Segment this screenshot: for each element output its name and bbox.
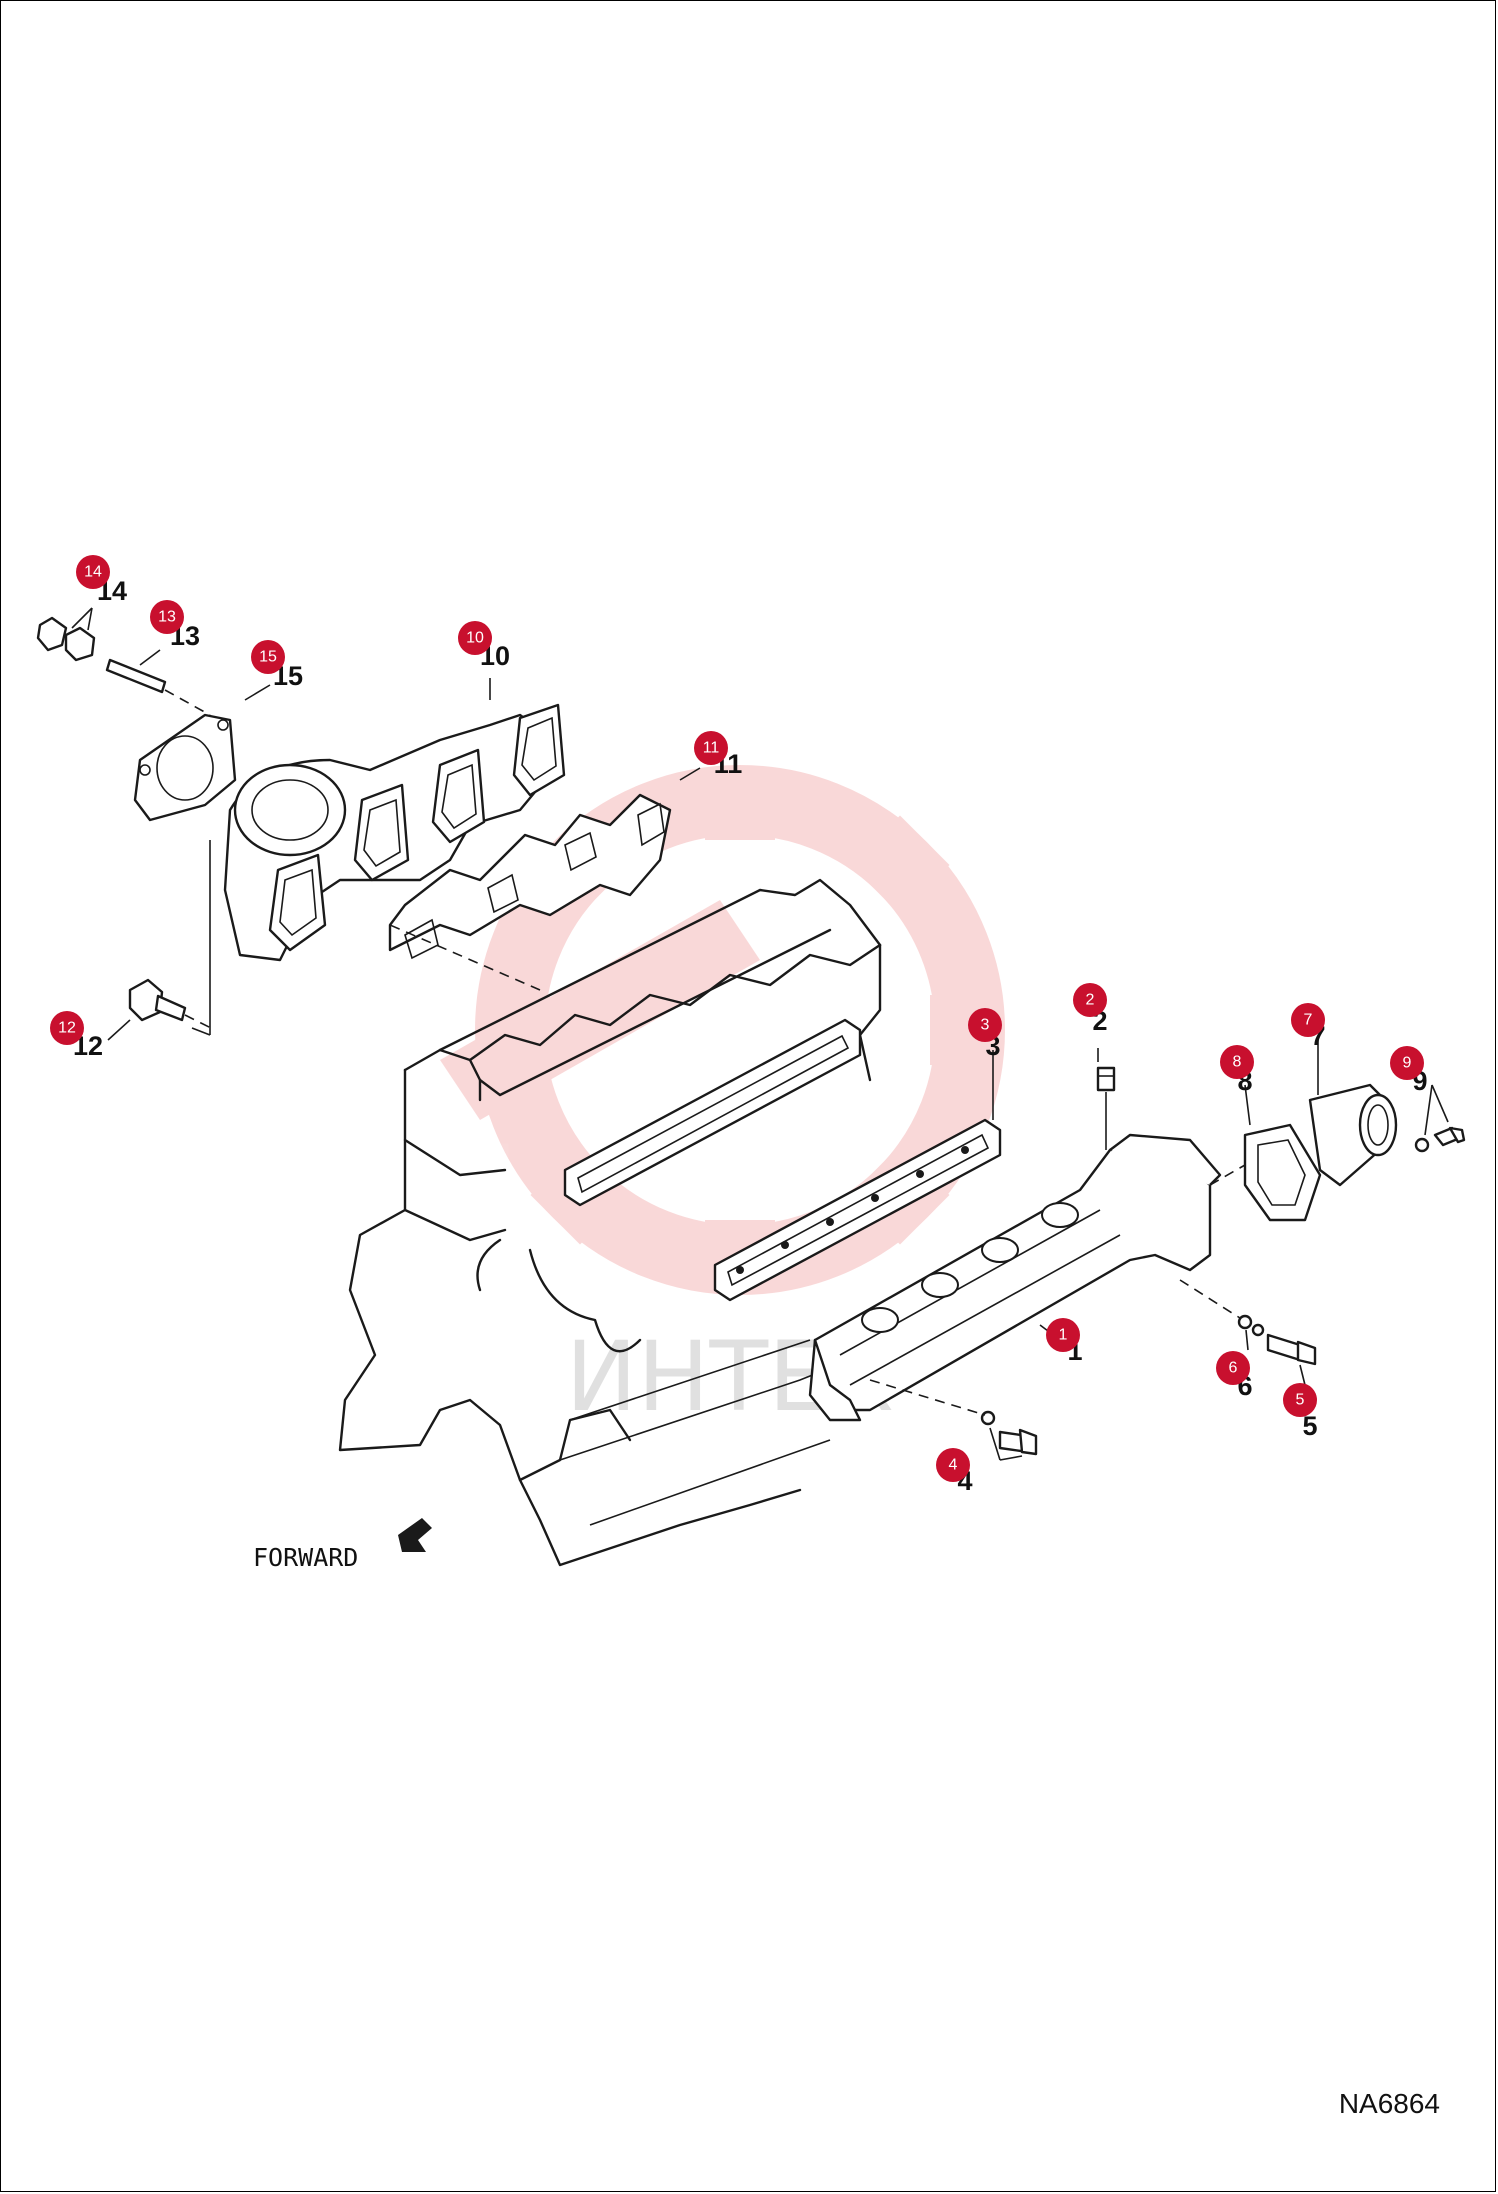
callout-3[interactable]: 3: [968, 1008, 1002, 1042]
intake-gasket-on-engine: [563, 1018, 862, 1207]
forward-label: FORWARD: [253, 1543, 358, 1572]
printed-part-numbers: 1 2 3 4 5 6 7 8 9 10 11 12 13 14 15: [73, 576, 1428, 1496]
callout-12[interactable]: 12: [50, 1011, 84, 1045]
callout-11[interactable]: 11: [694, 731, 728, 765]
leader-lines: [71, 607, 1449, 1461]
callout-4[interactable]: 4: [936, 1448, 970, 1482]
svg-text:2: 2: [1086, 992, 1095, 1009]
svg-text:5: 5: [1302, 1411, 1317, 1441]
svg-text:9: 9: [1403, 1055, 1412, 1072]
cover-part-7: [1308, 1083, 1398, 1187]
stud-part-13: [105, 658, 211, 716]
callout-2[interactable]: 2: [1073, 983, 1107, 1017]
forward-arrow-icon: [398, 1518, 432, 1552]
intake-manifold: [808, 1133, 1222, 1422]
callout-10[interactable]: 10: [458, 621, 492, 655]
svg-text:14: 14: [84, 564, 102, 581]
engine-block: [338, 878, 882, 1567]
callout-markers: 1 2 3 4 5 6 7 8 9 10 11 12 13 14 15: [50, 555, 1424, 1482]
callout-6[interactable]: 6: [1216, 1351, 1250, 1385]
svg-text:7: 7: [1304, 1012, 1313, 1029]
fitting-part-2: [1096, 1066, 1116, 1150]
callout-5[interactable]: 5: [1283, 1383, 1317, 1417]
svg-text:3: 3: [981, 1017, 990, 1034]
bolt-part-12: [128, 978, 216, 1031]
callout-14[interactable]: 14: [76, 555, 110, 589]
svg-text:6: 6: [1229, 1360, 1238, 1377]
intake-gasket: [713, 1118, 1002, 1302]
callout-8[interactable]: 8: [1220, 1045, 1254, 1079]
svg-text:8: 8: [1233, 1054, 1242, 1071]
svg-text:1: 1: [1059, 1327, 1068, 1344]
callout-1[interactable]: 1: [1046, 1318, 1080, 1352]
svg-text:11: 11: [703, 740, 720, 757]
svg-text:5: 5: [1296, 1392, 1305, 1409]
callout-9[interactable]: 9: [1390, 1046, 1424, 1080]
callout-15[interactable]: 15: [251, 640, 285, 674]
svg-text:13: 13: [158, 609, 176, 626]
bolt-part-4: [869, 1379, 1038, 1456]
flange-gasket-part-15: [133, 713, 237, 822]
bolt-part-5: [1266, 1333, 1317, 1366]
svg-text:12: 12: [58, 1020, 76, 1037]
cover-gasket-part-8: [1209, 1123, 1322, 1222]
drawing-code: NA6864: [1338, 2088, 1440, 2119]
bolt-part-9: [1414, 1126, 1466, 1153]
nuts-part-14: [36, 616, 96, 662]
svg-text:4: 4: [949, 1457, 958, 1474]
callout-13[interactable]: 13: [150, 600, 184, 634]
callout-7[interactable]: 7: [1291, 1003, 1325, 1037]
exhaust-gasket: [388, 793, 672, 991]
svg-text:15: 15: [259, 649, 277, 666]
washer-part-6: [1179, 1279, 1265, 1337]
exhaust-manifold: [223, 703, 566, 962]
svg-text:10: 10: [466, 630, 484, 647]
